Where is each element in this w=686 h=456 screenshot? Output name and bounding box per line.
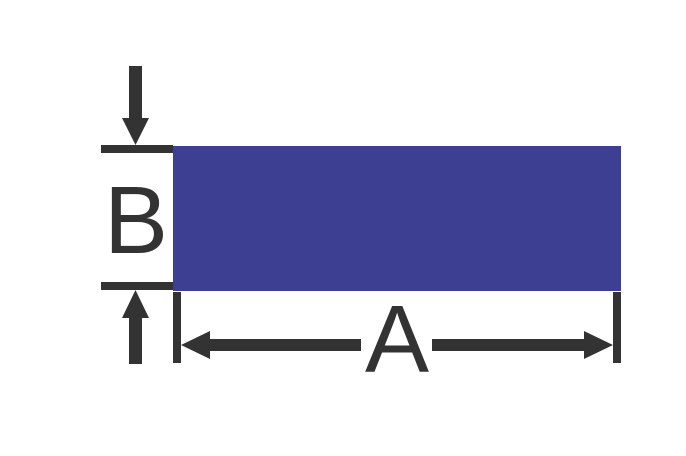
- height-extension-line-bottom: [101, 282, 173, 290]
- width-extension-line-left: [173, 292, 181, 363]
- height-label: B: [104, 167, 168, 274]
- arrow-right-icon: [432, 331, 613, 359]
- width-label: A: [365, 286, 429, 393]
- height-dimension: B: [101, 66, 173, 364]
- arrow-left-icon: [181, 331, 361, 359]
- arrow-up-icon: [122, 290, 149, 364]
- width-extension-line-right: [613, 292, 621, 363]
- arrow-down-icon: [122, 66, 149, 145]
- width-dimension: A: [173, 286, 621, 393]
- dimensioned-rectangle: [173, 146, 621, 291]
- height-extension-line-top: [101, 145, 173, 153]
